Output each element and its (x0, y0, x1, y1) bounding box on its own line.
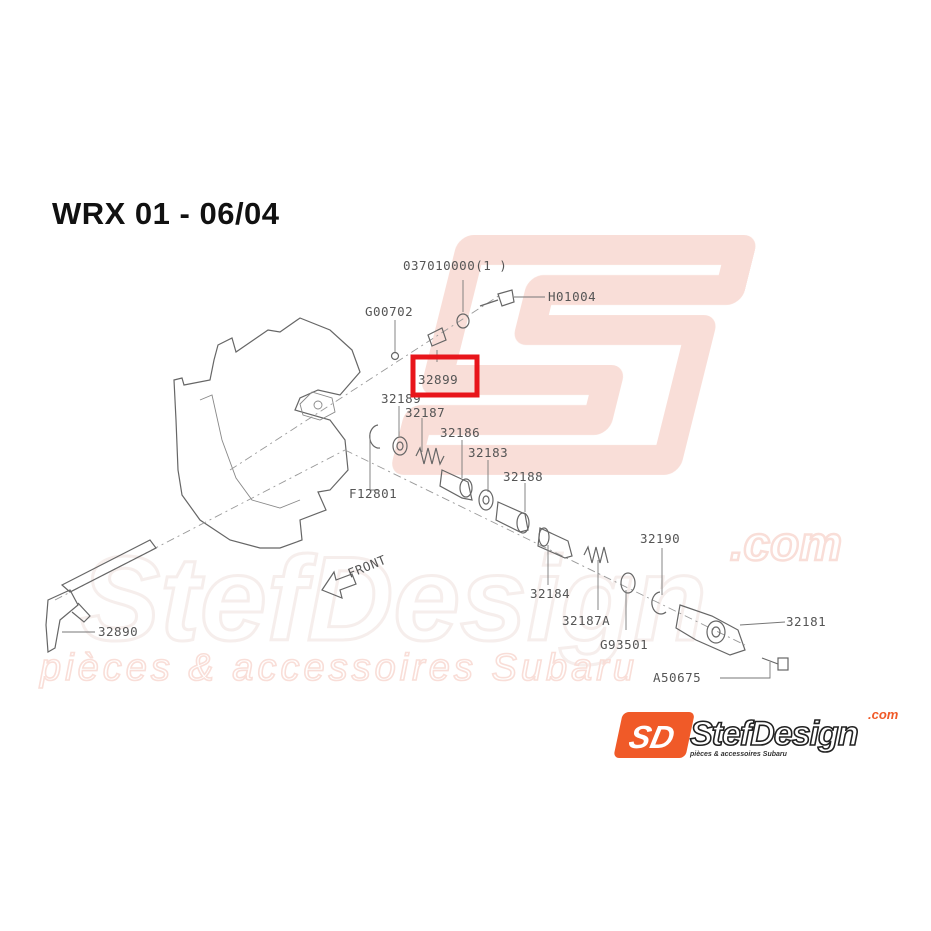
logo-text: StefDesign (690, 715, 858, 753)
label-32188: 32188 (503, 469, 543, 484)
part-F12801-clip (369, 424, 381, 449)
watermark-text: StefDesign (80, 532, 707, 666)
transmission-housing (173, 317, 361, 549)
label-32187: 32187 (405, 405, 445, 420)
part-32899-plug (427, 327, 447, 347)
highlight-box (410, 354, 480, 398)
part-G00702-ball (390, 351, 400, 361)
watermark-suffix: .com (730, 518, 842, 571)
label-32190: 32190 (640, 531, 680, 546)
label-32187A: 32187A (562, 613, 610, 628)
part-32184-sleeve (537, 527, 573, 559)
label-32186: 32186 (440, 425, 480, 440)
label-32890: 32890 (98, 624, 138, 639)
label-32184: 32184 (530, 586, 570, 601)
part-037010000-washer (456, 313, 470, 329)
label-G93501: G93501 (600, 637, 648, 652)
label-32181: 32181 (786, 614, 826, 629)
part-H01004-bolt (479, 289, 515, 307)
part-32189-collar (392, 436, 408, 456)
part-32890-shift-rod (45, 539, 157, 653)
label-A50675: A50675 (653, 670, 701, 685)
part-32181-housing (675, 604, 746, 656)
logo-tagline: pièces & accessoires Subaru (689, 751, 788, 758)
part-32186-plunger (439, 469, 473, 501)
label-F12801: F12801 (349, 486, 397, 501)
watermark-badge (392, 235, 756, 475)
logo-suffix: .com (868, 707, 899, 722)
part-32187A-spring (583, 545, 609, 564)
part-32190-snap-ring (651, 591, 667, 615)
label-H01004: H01004 (548, 289, 596, 304)
logo-badge: SD (614, 712, 694, 758)
part-labels: 037010000(1 ) H01004 G00702 32899 32189 … (98, 258, 826, 685)
part-G93501-washer (620, 572, 636, 594)
watermark: StefDesign .com pièces & accessoires Sub… (38, 235, 843, 690)
leader-lines (62, 280, 786, 679)
label-G00702: G00702 (365, 304, 413, 319)
label-037010000: 037010000(1 ) (403, 258, 507, 273)
label-32183: 32183 (468, 445, 508, 460)
part-A50675-bolt (761, 657, 789, 671)
stefdesign-logo: SD StefDesign .com pièces & accessoires … (614, 707, 899, 758)
center-line-2 (344, 449, 746, 646)
logo-badge-text: SD (626, 719, 678, 755)
part-32183-gear (478, 489, 494, 511)
watermark-tagline: pièces & accessoires Subaru (39, 647, 638, 689)
part-32187-spring (415, 446, 445, 466)
label-32899: 32899 (418, 372, 458, 387)
part-32188-shaft (495, 501, 530, 534)
page-title: WRX 01 - 06/04 (52, 196, 280, 231)
